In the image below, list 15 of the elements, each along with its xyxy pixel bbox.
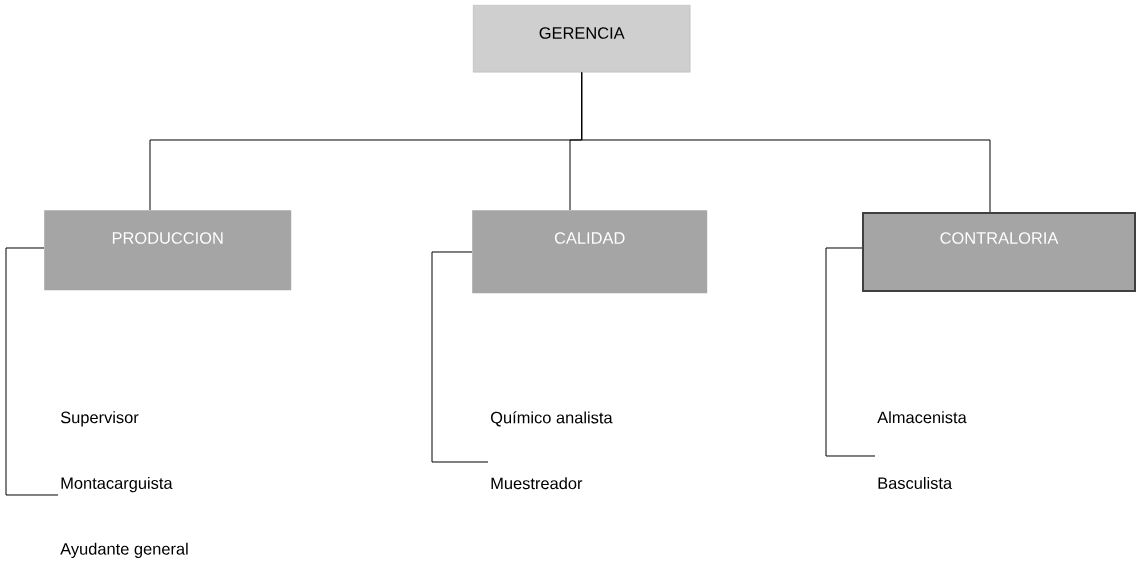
node-label: GERENCIA <box>539 27 625 39</box>
department-box <box>44 210 292 291</box>
staff-list: Supervisor Montacarguista Ayudante general <box>60 411 188 558</box>
node-label: PRODUCCION <box>112 232 223 244</box>
staff-list: Químico analista Muestreador <box>491 411 613 490</box>
connector-line <box>5 247 59 496</box>
department-box <box>472 210 708 294</box>
node-label: CALIDAD <box>554 232 625 244</box>
connector-line <box>581 71 991 213</box>
connector-line <box>825 247 876 457</box>
manager-box <box>473 5 691 73</box>
department-box <box>862 212 1136 292</box>
staff-list: Almacenista Basculista <box>877 411 967 489</box>
node-label: CONTRALORIA <box>940 232 1059 244</box>
connector-line <box>431 251 489 463</box>
